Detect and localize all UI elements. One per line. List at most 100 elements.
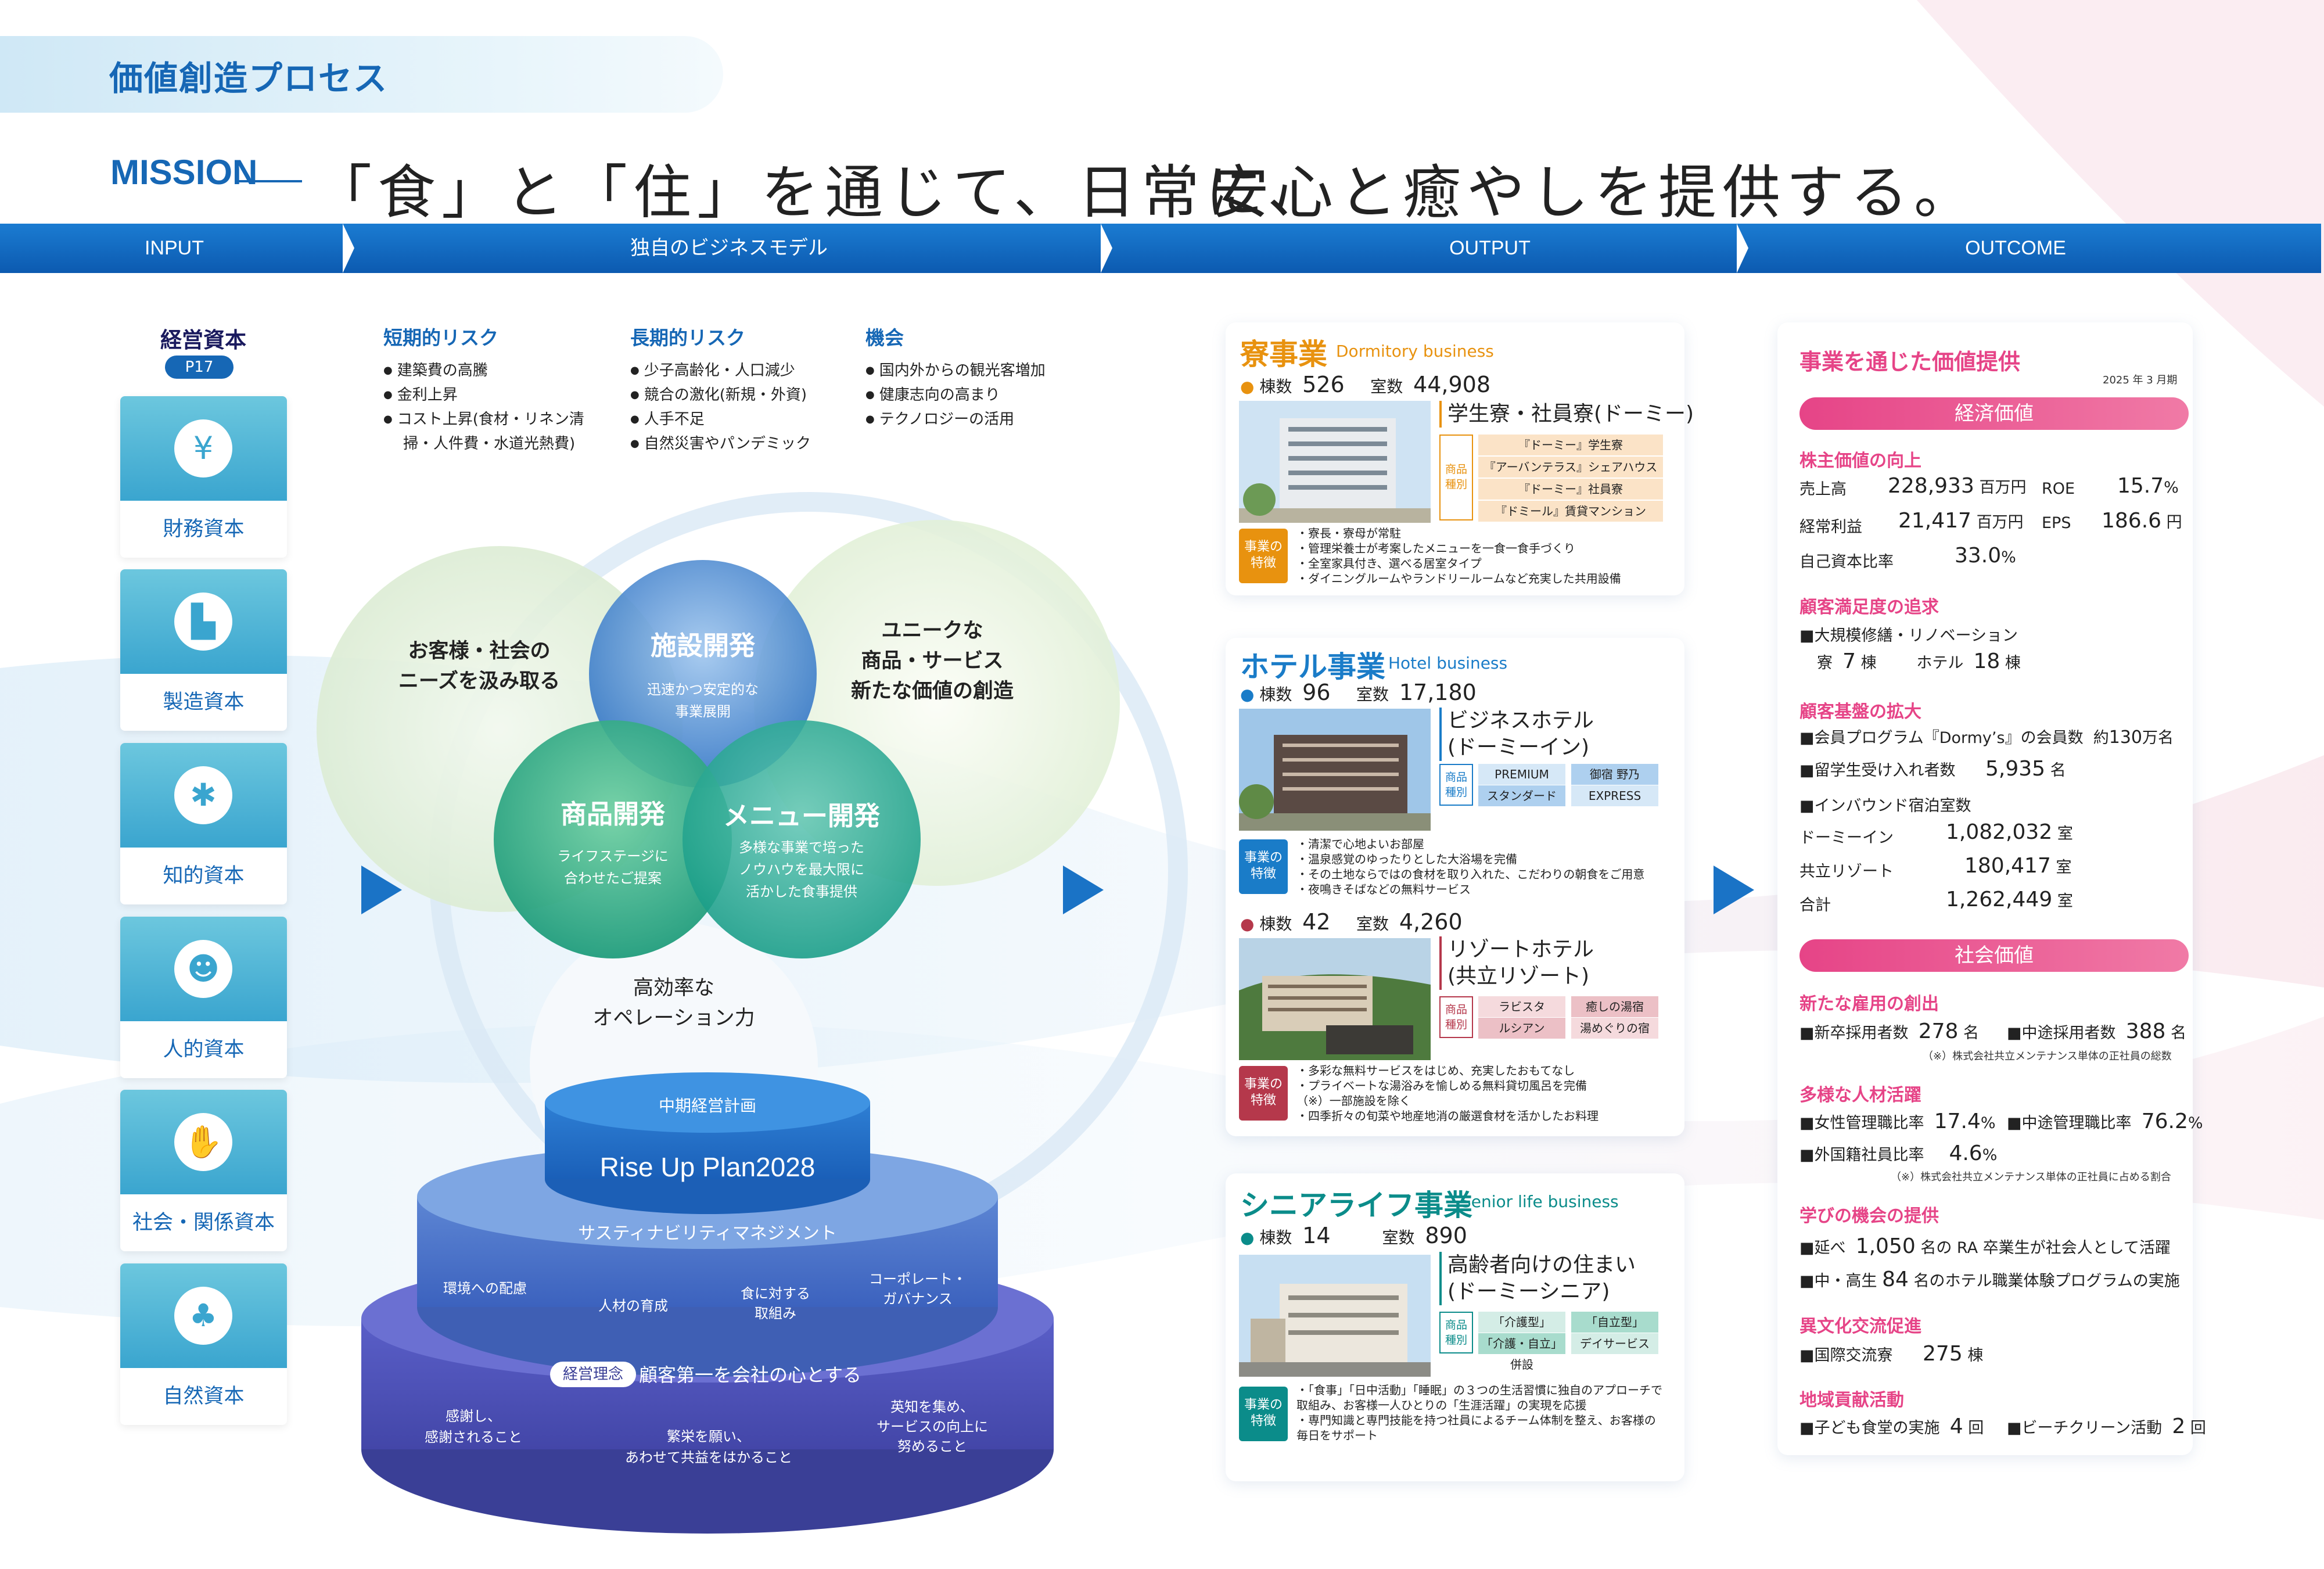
intl-dorm-line: ■国際交流寮 275 棟 [1799,1342,1984,1366]
capital-page-link[interactable]: P17 [165,356,234,379]
resort-feature-badge: 事業の特徴 [1239,1066,1288,1121]
capital-label: 製造資本 [163,691,245,714]
capital-card: ♣ 自然資本 [120,1263,287,1425]
senior-tag: 「自立型」 [1571,1312,1658,1333]
social-value-bar: 社会価値 [1799,939,2189,972]
diversity-note: （※）株式会社共立メンテナンス単体の正社員に占める割合 [1891,1171,2171,1183]
risk-item: 競合の激化(新規・外資) [630,383,811,407]
equity-ratio-value: 33.0% [1955,544,2016,568]
hotel-tag: EXPRESS [1571,785,1658,806]
people-icon: ☻ [186,950,220,987]
membership-line: ■会員プログラム『Dormy’s』の会員数 約130万名 [1799,727,2174,748]
beach-clean-line: ■ビーチクリーン活動 2 回 [2007,1414,2206,1438]
operations-text: 高効率なオペレーション力 [592,976,755,1030]
resort-features: ・多彩な無料サービスをはじめ、充実したおもてなし・プライベートな湯浴みを愉しめる… [1296,1063,1674,1123]
sales-line: 売上高 [1799,480,1847,498]
outcome-card [1777,322,2193,1455]
feature-item: ・四季折々の旬菜や地産地消の厳選食材を活かしたお料理 [1296,1109,1599,1123]
opportunity-title: 機会 [865,326,904,349]
sus-environment: 環境への配慮 [443,1280,527,1297]
resort-tag: 湯めぐりの宿 [1571,1018,1658,1039]
senior-feature-badge: 事業の特徴 [1239,1387,1288,1441]
mission-text-1: 「食」と「住」を通じて、日常に、 [314,159,1331,227]
process-band [0,224,2321,273]
inbound-dormy-value: 1,082,032 室 [1946,820,2073,844]
inbound-total-value: 1,262,449 室 [1946,888,2073,911]
equity-ratio-label: 自己資本比率 [1799,553,1894,571]
band-model: 独自のビジネスモデル [630,237,828,259]
senior-tag: デイサービス [1571,1333,1658,1354]
job-experience-line: ■中・高生 84 名のホテル職業体験プログラムの実施 [1799,1268,2180,1291]
feature-item: ・管理栄養士が考案したメニューを一食一食手づくり [1296,541,1575,555]
risk-item: 国内外からの観光客増加 [865,358,1046,383]
brain-gear-icon: ✱ [190,777,217,813]
employment-title: 新たな雇用の創出 [1799,994,1939,1014]
risk-item: 掃・人件費・水道光熱費) [403,435,576,453]
dormitory-title: 寮事業 [1240,338,1327,371]
senior-tag: 「介護・自立」併設 [1478,1333,1565,1371]
economic-value-bar: 経済価値 [1799,397,2189,430]
mid-term-plan-label: 中期経営計画 [658,1096,756,1115]
flow-arrow-icon [1063,866,1104,914]
risk-item: 自然災害やパンデミック [630,432,811,456]
risk-item: 建築費の高騰 [383,358,584,383]
inbound-resort-label: 共立リゾート [1799,863,1894,881]
philo-item-3: 英知を集め、サービスの向上に努めること [877,1399,988,1455]
resort-product: リゾートホテル(共立リゾート) [1439,936,1594,990]
dormitory-product: 学生寮・社員寮(ドーミー) [1439,401,1694,428]
hotel-stats: ● 棟数 96 室数 17,180 [1240,680,1477,705]
capital-label: 自然資本 [163,1385,245,1408]
product-dev-desc: ライフステージに合わせたご提案 [557,848,669,886]
hotel-tag: 御宿 野乃 [1571,764,1658,785]
hotel-tag: PREMIUM [1478,764,1565,785]
trees-icon: ♣ [189,1297,218,1334]
unique-value-text: ユニークな商品・サービス新たな価値の創造 [850,619,1014,703]
factory-icon: ▙ [191,603,215,640]
band-divider [343,224,354,273]
dormitory-tag: 『ドーミー』学生寮 [1478,435,1663,455]
senior-product: 高齢者向けの住まい(ドーミーシニア) [1439,1252,1636,1305]
inbound-rooms-title: ■インバウンド宿泊室数 [1799,797,1971,815]
risk-item: 健康志向の高まり [865,383,1046,407]
roe-label: ROE [2042,480,2075,498]
new-grad-hires: ■新卒採用者数 278 名 [1799,1019,1979,1043]
mission-dash [238,180,302,182]
resort-kind: 商品種別 [1439,996,1473,1038]
feature-item: 取組み、お客様一人ひとりの「生涯活躍」の実現を応援 [1296,1398,1587,1412]
dormitory-kind: 商品種別 [1439,435,1473,520]
intl-students-line: ■留学生受け入れ者数 5,935 名 [1799,757,2066,781]
inbound-total-label: 合計 [1799,896,1831,914]
senior-stats: ● 棟数 14 室数 890 [1240,1223,1467,1248]
mid-term-plan-name: Rise Up Plan2028 [599,1152,816,1182]
feature-item: ・全室家具付き、選べる居室タイプ [1296,556,1482,570]
hotel-title: ホテル事業 [1240,650,1385,684]
capital-card: ¥財務資本 [120,396,287,558]
handshake-icon: ✋ [184,1123,223,1160]
business-hotel-photo [1239,709,1431,831]
ra-graduates-line: ■延べ 1,050 名の RA 卒業生が社会人として活躍 [1799,1234,2171,1258]
feature-item: ・ダイニングルームやランドリールームなど充実した共用設備 [1296,572,1621,586]
philo-item-1: 感謝し、感謝されること [425,1408,522,1445]
customer-satisfaction-title: 顧客満足度の追求 [1799,597,1939,617]
menu-dev-title: メニュー開発 [723,800,880,831]
capital-card: ✋社会・関係資本 [120,1090,287,1251]
dormitory-photo [1239,401,1431,523]
short-risk-title: 短期的リスク [383,326,498,349]
band-input: INPUT [145,237,204,259]
kids-cafeteria-line: ■子ども食堂の実施 4 回 [1799,1414,1984,1438]
foreign-employee-ratio: ■外国籍社員比率 4.6% [1799,1141,1998,1165]
product-dev-title: 商品開発 [560,799,665,830]
feature-item: （※）一部施設を除く [1296,1094,1411,1108]
opportunities: 機会 国内外からの観光客増加健康志向の高まりテクノロジーの活用 [865,322,1046,432]
senior-en: Senior life business [1461,1192,1619,1211]
flow-arrow-icon [1714,866,1754,914]
long-term-risk: 長期的リスク 少子高齢化・人口減少競合の激化(新規・外資)人手不足自然災害やパン… [630,322,811,456]
sales-value: 228,933 百万円 [1888,474,2027,498]
philosophy-badge: 経営理念 [550,1362,636,1387]
renovation-values: 寮 7 棟 ホテル 18 棟 [1817,649,2021,673]
facility-dev-desc: 迅速かつ安定的な事業展開 [647,681,759,720]
capital-title: 経営資本 [160,328,246,353]
short-term-risk: 短期的リスク 建築費の高騰金利上昇コスト上昇(食材・リネン清掃・人件費・水道光熱… [383,322,584,456]
capital-label: 人的資本 [163,1038,245,1061]
dormitory-tag: 『アーバンテラス』シェアハウス [1478,457,1663,477]
